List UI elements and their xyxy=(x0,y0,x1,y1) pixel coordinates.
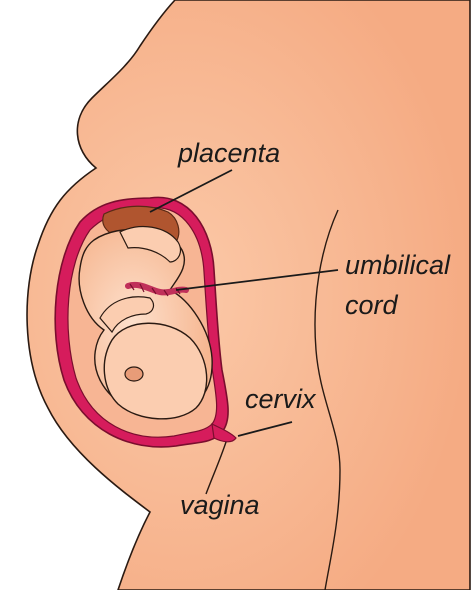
label-vagina: vagina xyxy=(180,492,260,519)
fetus-ear xyxy=(125,367,143,381)
label-cord: cord xyxy=(345,292,398,319)
label-placenta: placenta xyxy=(178,140,280,167)
label-umbilical: umbilical xyxy=(345,252,450,279)
label-cervix: cervix xyxy=(245,386,316,413)
